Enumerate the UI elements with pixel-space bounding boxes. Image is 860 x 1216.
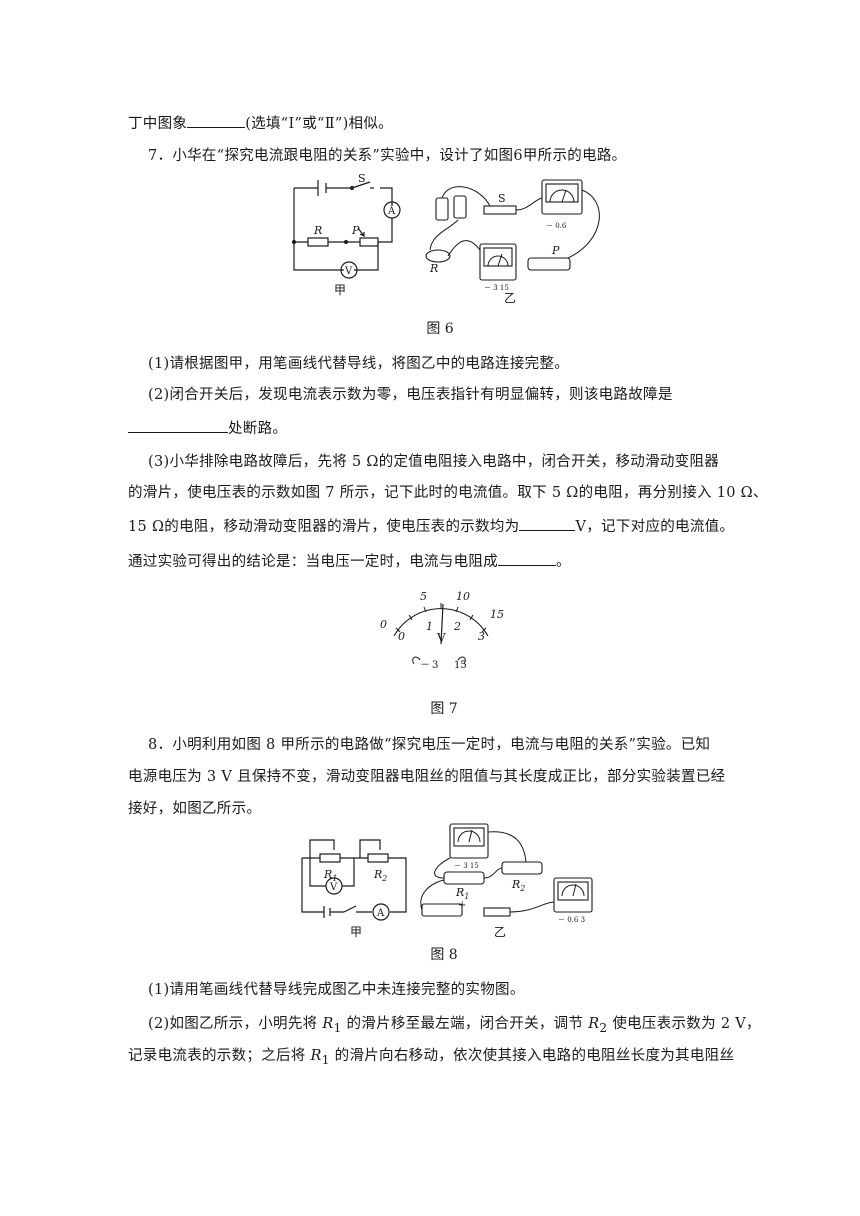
fig8-yi-apparatus: R1 + R2 － 3 15 － 0.6 3 乙 [420,823,593,939]
fig8-yi-r2-label: R2 [511,878,525,893]
q8-intro-line2: 电源电压为 3 V 且保持不变，滑动变阻器电阻丝的阻值与其长度成正比，部分实验装… [128,769,726,785]
fig8-caption: 图 8 [430,947,458,963]
fig6-caption: 图 6 [426,321,454,337]
fig8-jia-caption: 甲 [350,925,362,939]
q7-part1: (1)请根据图甲，用笔画线代替导线，将图乙中的电路连接完整。 [148,356,570,372]
fig6-slider-label: P [351,224,360,237]
fig6-voltmeter-label: V [344,266,353,277]
q7-part3-text-post: V，记下对应的电流值。 [575,519,735,535]
q7-part3-line1: (3)小华排除电路故障后，先将 5 Ω的定值电阻接入电路中，闭合开关，移动滑动变… [148,454,720,470]
r1-subscript: 1 [333,1020,342,1035]
dial-unit: V [436,631,446,645]
q8-text: (2)如图乙所示，小明先将 [148,1016,323,1032]
fig6-switch-label: S [358,172,366,185]
fig7-caption: 图 7 [430,701,458,717]
dial-terminal-minus: － [420,660,430,671]
q7-part3-line4: 通过实验可得出的结论是：当电压一定时，电流与电阻成 。 [128,550,571,572]
q7-part2-line1: (2)闭合开关后，发现电流表示数为零，电压表指针有明显偏转，则该电路故障是 [148,387,673,403]
q7-part3-line2: 的滑片，使电压表的示数如图 7 所示，记下此时的电流值。取下 5 Ω的电阻，再分… [128,485,768,501]
dial-inner-1: 1 [426,620,433,633]
fig8-r1-label: R1 [323,868,337,883]
fig8-ammeter-label: A [376,908,385,919]
q8-part2-line2: 记录电流表的示数；之后将 R1 的滑片向右移动，依次使其接入电路的电阻丝长度为其… [128,1046,734,1070]
q8-text: 使电压表示数为 2 V， [607,1016,761,1032]
q6-tail-line: 丁中图象 (选填“Ⅰ”或“Ⅱ”)相似。 [128,112,393,134]
fig8-yi-r1-label: R1 [455,886,469,901]
q7-part2-line2: 处断路。 [128,417,287,439]
fig8-ammeter-terminals: － 0.6 3 [558,916,585,924]
fig6-yi-resistor-label: R [429,262,438,275]
q7-part3-text: 15 Ω的电阻，移动滑动变阻器的滑片，使电压表的示数均为 [128,519,520,535]
fig7-voltmeter-dial: 0 5 10 15 0 1 2 3 V － 3 15 [380,590,504,671]
answer-blank[interactable] [187,112,246,128]
fig8-yi-caption: 乙 [494,925,506,939]
fig6-voltmeter-terminals: － 3 15 [484,284,509,292]
fig6-yi-caption: 乙 [504,291,516,305]
r2-symbol: R [588,1016,600,1032]
fig6-jia-caption: 甲 [334,283,346,297]
dial-outer-0: 0 [380,618,387,631]
q7-conclusion-text: 通过实验可得出的结论是：当电压一定时，电流与电阻成 [128,554,498,570]
fig8-voltmeter-terminals: － 3 15 [454,862,479,870]
q6-tail-text-after: (选填“Ⅰ”或“Ⅱ”)相似。 [245,116,393,132]
q6-tail-text: 丁中图象 [128,116,188,132]
dial-terminal-15: 15 [454,660,467,671]
dial-inner-0: 0 [398,630,405,643]
q8-part2-line1: (2)如图乙所示，小明先将 R1 的滑片移至最左端，闭合开关，调节 R2 使电压… [148,1014,761,1038]
fig6-resistor-label: R [313,224,322,237]
q8-text: 的滑片移至最左端，闭合开关，调节 [341,1016,589,1032]
q7-part2-text: 处断路。 [228,421,288,437]
q8-intro-line3: 接好，如图乙所示。 [128,801,262,817]
answer-blank[interactable] [519,515,576,531]
dial-inner-2: 2 [453,620,461,633]
fig6-yi-apparatus: S R P － 0.6 － 3 15 乙 [425,179,600,305]
r1-subscript: 1 [321,1052,330,1067]
q7-intro: 7．小华在“探究电流跟电阻的关系”实验中，设计了如图6甲所示的电路。 [148,148,627,164]
answer-blank[interactable] [498,550,556,566]
fig8-voltmeter-label: V [329,882,338,893]
fig6-yi-switch-label: S [498,192,506,205]
q8-text: 记录电流表的示数；之后将 [128,1048,311,1064]
dial-outer-15: 15 [490,608,504,621]
fig6-yi-slider-label: P [551,244,560,257]
q8-text: 的滑片向右移动，依次使其接入电路的电阻丝长度为其电阻丝 [329,1048,735,1064]
r2-subscript: 2 [599,1020,608,1035]
answer-blank[interactable] [128,417,228,433]
q8-intro-line1: 8．小明利用如图 8 甲所示的电路做“探究电压一定时，电流与电阻的关系”实验。已… [148,737,711,753]
dial-inner-3: 3 [478,630,485,643]
dial-outer-10: 10 [456,590,470,603]
fig8-yi-plus: + [458,900,466,911]
r1-symbol: R [310,1048,322,1064]
q8-part1: (1)请用笔画线代替导线完成图乙中未连接完整的实物图。 [148,982,525,998]
r1-symbol: R [322,1016,334,1032]
fig8-jia-circuit: R1 R2 V A 甲 [301,839,407,939]
fig6-ammeter-label: A [387,206,396,217]
fig6-ammeter-terminals: － 0.6 [546,222,567,230]
dial-outer-5: 5 [420,590,427,603]
q7-part3-line3: 15 Ω的电阻，移动滑动变阻器的滑片，使电压表的示数均为 V，记下对应的电流值。 [128,515,734,537]
q7-conclusion-end: 。 [556,554,571,570]
dial-terminal-3: 3 [432,660,438,671]
fig6-jia-circuit: S A R P V 甲 [292,172,401,297]
fig8-r2-label: R2 [373,868,387,883]
